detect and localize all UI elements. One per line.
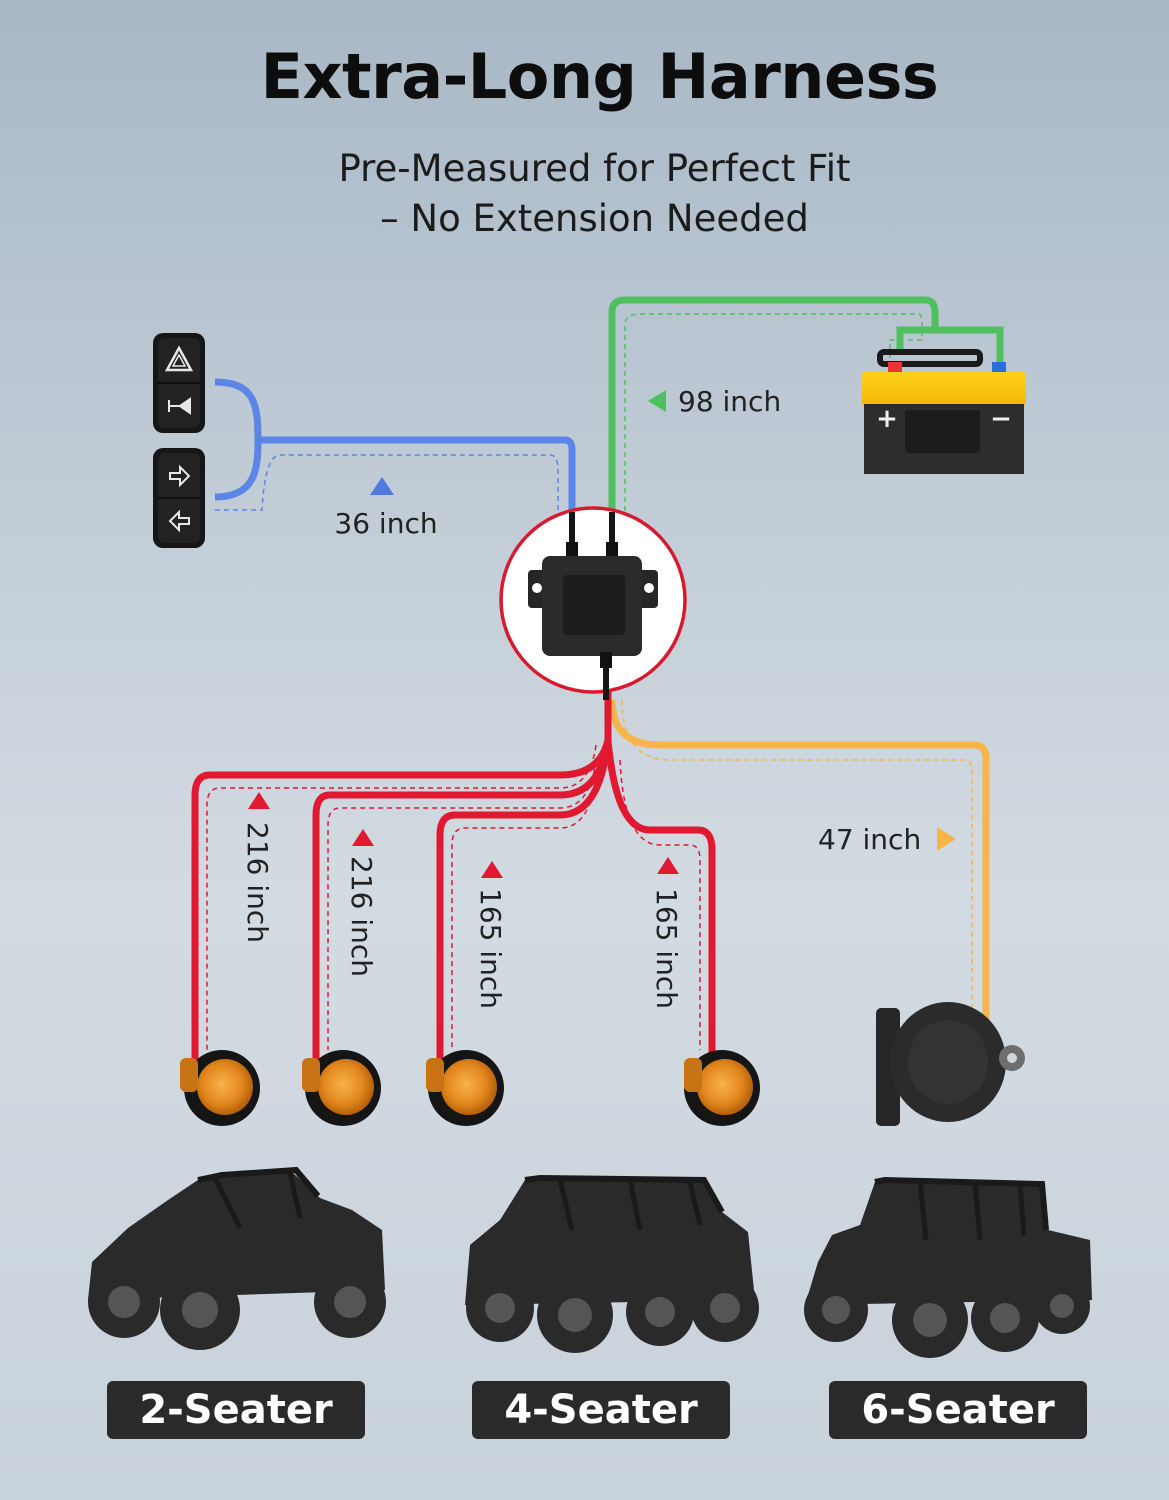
right-arrow-icon bbox=[169, 464, 191, 488]
light-wires bbox=[191, 690, 716, 1060]
vehicle-label-2-seater: 2-Seater bbox=[107, 1381, 365, 1439]
utv-2-seater bbox=[88, 1166, 386, 1350]
up-arrow-icon bbox=[248, 792, 270, 809]
light-wire-label-1: 216 inch bbox=[241, 792, 274, 943]
left-arrow-icon bbox=[648, 390, 666, 412]
light-wire-length: 165 inch bbox=[650, 888, 683, 1009]
up-arrow-icon bbox=[370, 477, 394, 495]
switch-wire-length: 36 inch bbox=[334, 507, 437, 540]
switch-wire-label: 36 inch bbox=[334, 477, 438, 540]
marker-light-1 bbox=[180, 1050, 260, 1126]
horn-wire-label: 47 inch bbox=[818, 823, 956, 856]
up-arrow-icon bbox=[352, 829, 374, 846]
light-wire-length: 216 inch bbox=[241, 822, 274, 943]
light-wire-label-4: 165 inch bbox=[650, 857, 683, 1009]
up-arrow-icon bbox=[481, 861, 503, 878]
horn-wire bbox=[608, 699, 990, 1025]
marker-light-4 bbox=[684, 1050, 760, 1126]
horn-icon bbox=[168, 397, 191, 415]
subtitle-line-1: Pre-Measured for Perfect Fit bbox=[338, 147, 851, 190]
light-wires-dashed bbox=[206, 744, 701, 1050]
control-box bbox=[499, 506, 687, 700]
battery-wire-length: 98 inch bbox=[678, 385, 781, 418]
light-wire-length: 165 inch bbox=[474, 888, 507, 1009]
utv-6-seater bbox=[804, 1176, 1092, 1358]
subtitle-line-2: – No Extension Needed bbox=[380, 197, 809, 240]
amber-marker-light-icon bbox=[318, 1059, 374, 1115]
rocker-switch-top bbox=[153, 333, 205, 433]
amber-marker-light-icon bbox=[441, 1059, 497, 1115]
left-arrow-icon bbox=[168, 509, 190, 533]
marker-light-2 bbox=[302, 1050, 381, 1126]
battery-icon: + − bbox=[862, 349, 1026, 474]
page-title: Extra-Long Harness bbox=[260, 40, 939, 113]
right-arrow-icon bbox=[937, 827, 956, 851]
light-wire-length: 216 inch bbox=[345, 856, 378, 977]
light-wire-label-2: 216 inch bbox=[345, 829, 378, 977]
horn-wire-length: 47 inch bbox=[818, 823, 921, 856]
rocker-switch-bottom bbox=[153, 448, 205, 548]
page-subtitle: Pre-Measured for Perfect Fit – No Extens… bbox=[0, 144, 1169, 244]
amber-marker-light-icon bbox=[197, 1059, 253, 1115]
battery-wire bbox=[608, 296, 1004, 520]
hazard-icon bbox=[164, 345, 194, 372]
switch-wire bbox=[214, 378, 576, 520]
light-wire-label-3: 165 inch bbox=[474, 861, 507, 1009]
marker-light-3 bbox=[426, 1050, 504, 1126]
battery-minus: − bbox=[990, 404, 1012, 434]
vehicle-label-6-seater: 6-Seater bbox=[829, 1381, 1087, 1439]
battery-plus: + bbox=[876, 404, 898, 434]
utv-4-seater bbox=[465, 1174, 759, 1353]
up-arrow-icon bbox=[657, 857, 679, 874]
horn-speaker-icon bbox=[876, 1002, 1025, 1126]
amber-marker-light-icon bbox=[697, 1059, 753, 1115]
battery-wire-label: 98 inch bbox=[648, 385, 781, 418]
vehicle-label-4-seater: 4-Seater bbox=[472, 1381, 730, 1439]
